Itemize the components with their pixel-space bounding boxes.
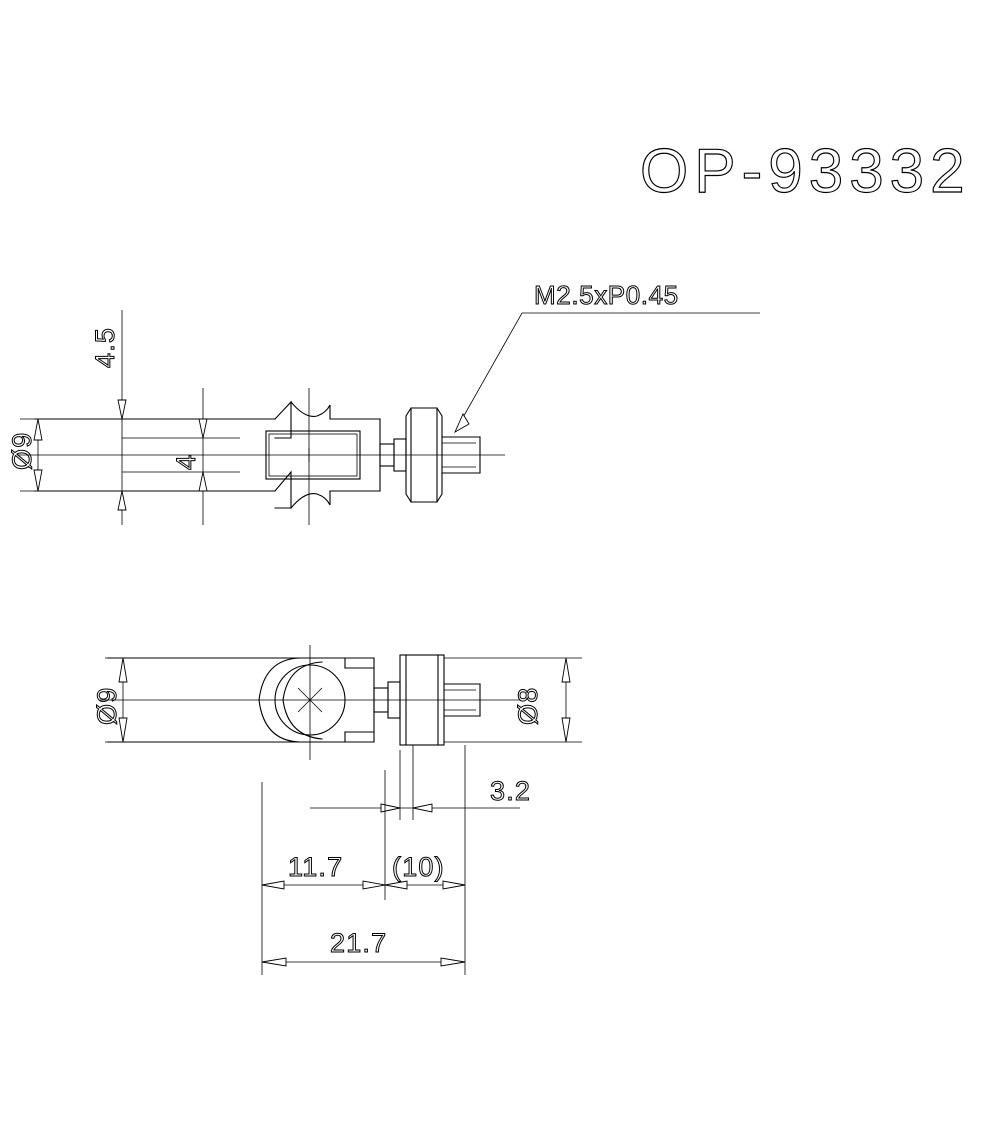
dim-diameter-9-top: Ø9 bbox=[7, 418, 122, 492]
dim-label-21-7: 21.7 bbox=[330, 928, 387, 958]
dim-label-11-7: 11.7 bbox=[288, 852, 343, 882]
dim-label-3-2: 3.2 bbox=[490, 776, 531, 806]
dim-label-diameter-9-bottom: Ø9 bbox=[92, 687, 122, 725]
dim-label-diameter-9-top: Ø9 bbox=[7, 432, 37, 470]
drawing-title: OP-93332 bbox=[640, 137, 971, 206]
dim-4: 4 bbox=[171, 388, 208, 525]
dim-21-7: 21.7 bbox=[261, 928, 466, 967]
dim-diameter-8: Ø8 bbox=[444, 657, 582, 743]
bottom-view-threaded-stud bbox=[443, 683, 481, 717]
dim-label-10-reference: (10) bbox=[392, 852, 445, 882]
note-thread-spec: M2.5xP0.45 bbox=[454, 280, 760, 434]
top-view-knurled-knob bbox=[405, 407, 443, 503]
top-view-break-symbol bbox=[274, 400, 331, 509]
bottom-view-knurled-knob bbox=[399, 654, 445, 746]
dim-3-2: 3.2 bbox=[310, 745, 531, 820]
bottom-view-contact-boss bbox=[258, 645, 346, 760]
dim-chain-11-7-and-10: 11.7 (10) bbox=[261, 745, 466, 975]
dim-4-5: 4.5 bbox=[90, 310, 240, 525]
note-label-thread-spec: M2.5xP0.45 bbox=[534, 280, 679, 310]
dim-diameter-9-bottom: Ø9 bbox=[92, 657, 150, 743]
dim-label-4-5: 4.5 bbox=[90, 327, 120, 368]
dim-label-diameter-8: Ø8 bbox=[513, 687, 543, 725]
dim-label-4: 4 bbox=[171, 454, 201, 470]
top-view: Ø9 4.5 4 bbox=[7, 280, 760, 525]
top-view-inner-feature bbox=[265, 430, 361, 480]
top-view-threaded-stud bbox=[441, 436, 481, 474]
bottom-view: Ø9 Ø8 3.2 bbox=[92, 645, 582, 975]
